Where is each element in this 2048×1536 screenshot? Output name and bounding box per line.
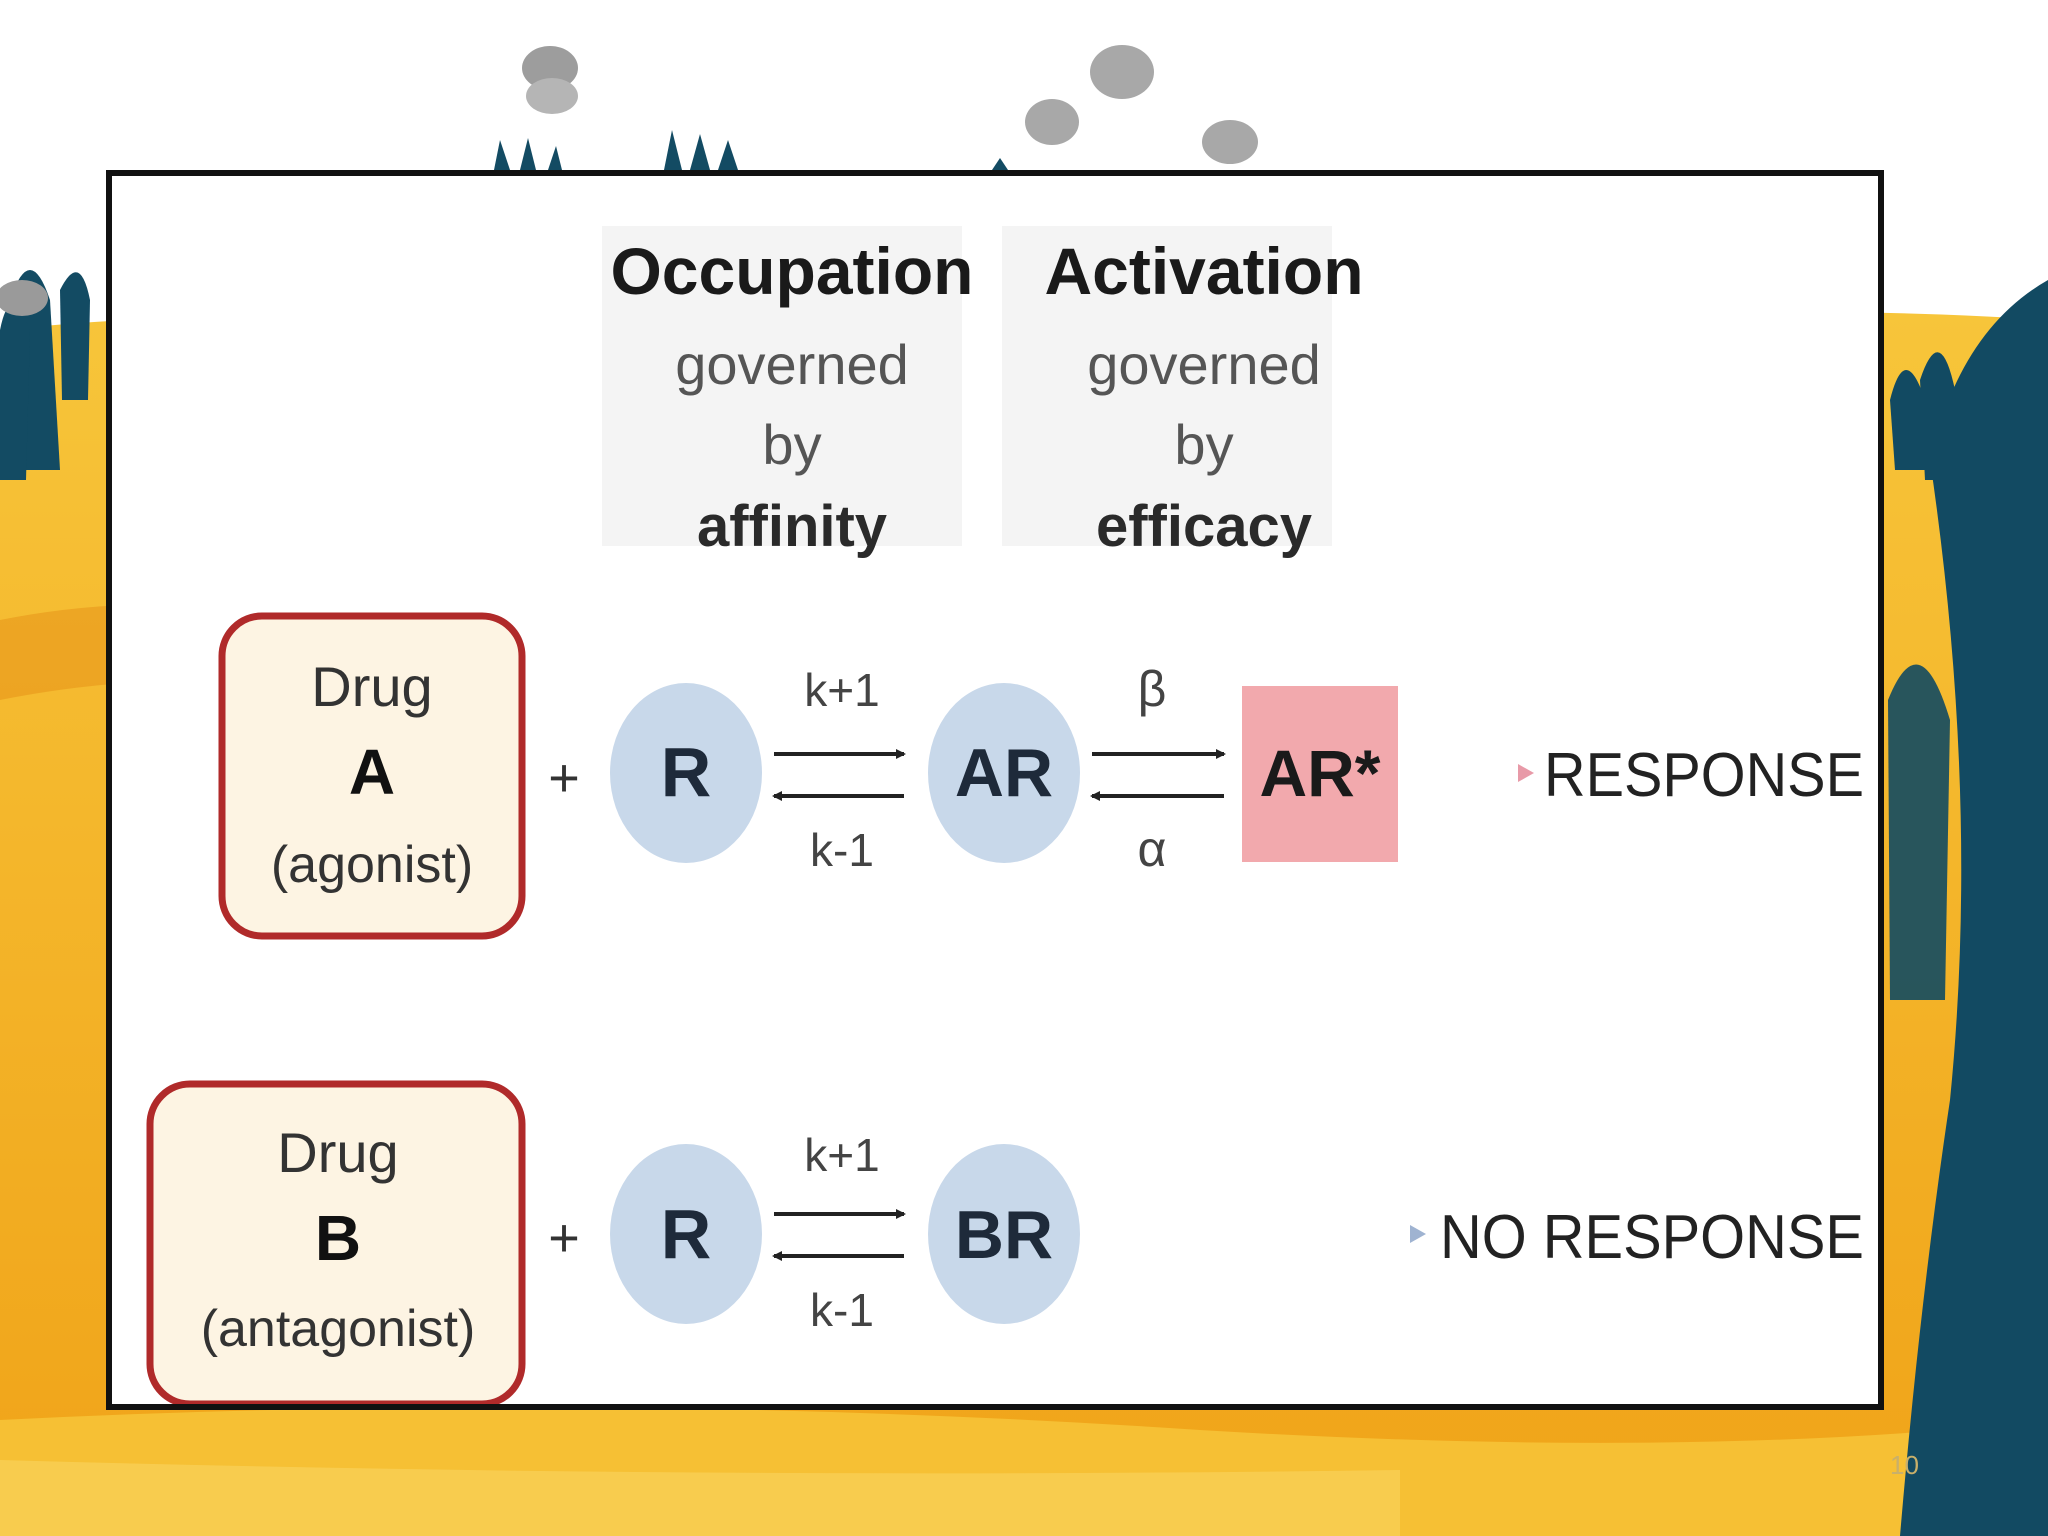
activation-line1: governed [1087,333,1321,396]
drug-b-box [146,1080,526,1404]
occupation-line2: by [762,413,821,476]
plus-sign: + [548,748,580,808]
antagonist-row: Drug B (antagonist) + R k+1 k-1 BR NO RE… [146,1080,1864,1404]
alpha-label: α [1138,821,1167,877]
drug-b-label: Drug [277,1121,398,1184]
drug-b-role: (antagonist) [201,1300,476,1358]
bubble [522,46,578,90]
k-forward-label: k+1 [804,1129,879,1181]
drug-receptor-diagram: Occupation governed by affinity Activati… [146,226,1864,1404]
drug-a-box [218,612,526,940]
complex-br-circle [928,1144,1080,1324]
k-reverse-label: k-1 [810,1284,874,1336]
drug-a-role: (agonist) [271,836,473,894]
bubble [1090,45,1154,99]
plant-left [0,270,90,480]
bubble [526,78,578,114]
k-reverse-label: k-1 [810,824,874,876]
bubble [1202,120,1258,164]
bubble [1025,99,1079,145]
occupation-title: Occupation [610,234,973,308]
occupation-line1: governed [675,333,909,396]
k-forward-label: k+1 [804,664,879,716]
no-response-label: NO RESPONSE [1440,1203,1864,1272]
activation-line2: by [1174,413,1233,476]
receptor-r-label: R [661,733,712,811]
beta-label: β [1138,661,1167,717]
plant-right [1888,280,2048,1536]
agonist-row: Drug A (agonist) + R k+1 k-1 AR β α AR* … [218,612,1864,940]
receptor-r-label: R [661,1195,712,1273]
complex-br-label: BR [955,1197,1053,1273]
activation-key: efficacy [1096,494,1312,559]
occupation-header: Occupation governed by affinity [602,226,974,559]
receptor-r-circle [610,1144,762,1324]
activation-header: Activation governed by efficacy [1002,226,1364,559]
diagram-frame: Occupation governed by affinity Activati… [106,170,1884,1410]
active-ar-label: AR* [1259,736,1380,810]
complex-ar-label: AR [955,735,1053,811]
activation-title: Activation [1044,234,1363,308]
drug-a-letter: A [349,736,395,808]
complex-ar-circle [928,683,1080,863]
drug-b-letter: B [315,1202,361,1274]
occupation-key: affinity [697,494,887,559]
slide-number: 10 [1890,1450,1919,1480]
drug-a-label: Drug [311,655,432,718]
response-label: RESPONSE [1544,741,1864,810]
receptor-r-circle [610,683,762,863]
bubble [0,280,48,316]
active-ar-box [1242,686,1398,862]
plus-sign: + [548,1208,580,1268]
